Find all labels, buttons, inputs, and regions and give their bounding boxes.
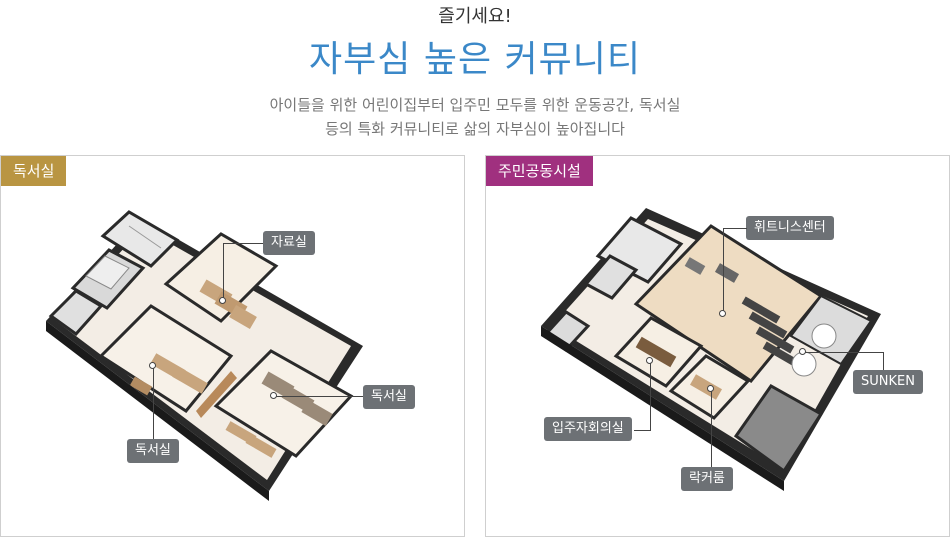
archive-marker — [219, 297, 226, 304]
label-archive-room[interactable]: 자료실 — [263, 231, 315, 255]
reading-room-right-leader — [274, 396, 364, 397]
description-line-1: 아이들을 위한 어린이집부터 입주민 모두를 위한 운동공간, 독서실 — [269, 96, 681, 114]
section-subtitle: 즐기세요! — [438, 6, 512, 27]
locker-room-leader-line — [711, 389, 712, 467]
sunken-leader-line-v — [883, 352, 884, 382]
label-sunken[interactable]: SUNKEN — [853, 370, 923, 394]
archive-leader-line — [223, 243, 224, 300]
description-line-2: 등의 특화 커뮤니티로 삶의 자부심이 높아집니다 — [325, 120, 625, 138]
fitness-leader-line — [723, 228, 724, 313]
sunken-leader-line — [803, 352, 883, 353]
reading-room-panel: 독서실 자료실 독서실 독서실 — [0, 155, 465, 537]
label-locker-room[interactable]: 락커룸 — [681, 467, 733, 491]
community-facility-tag: 주민공동시설 — [486, 156, 593, 186]
meeting-room-leader-line-h — [634, 430, 651, 431]
community-facility-floorplan — [541, 208, 881, 491]
label-reading-room-right[interactable]: 독서실 — [363, 385, 415, 409]
label-reading-room-left[interactable]: 독서실 — [127, 439, 179, 463]
meeting-room-leader-line — [650, 361, 651, 431]
locker-room-marker — [707, 385, 714, 392]
reading-room-tag: 독서실 — [1, 156, 67, 186]
reading-room-left-leader — [153, 366, 154, 440]
reading-room-left-marker — [149, 362, 156, 369]
section-title: 자부심 높은 커뮤니티 — [309, 39, 641, 80]
reading-room-floorplan — [46, 210, 363, 501]
reading-room-right-marker — [270, 392, 277, 399]
archive-leader-line-h — [223, 243, 263, 244]
fitness-leader-line-h — [723, 228, 747, 229]
label-residents-meeting-room[interactable]: 입주자회의실 — [544, 417, 632, 441]
community-facility-panel: 주민공동시설 휘트니스센터 SUNKEN 입주자회의실 락커룸 — [485, 155, 950, 537]
label-fitness-center[interactable]: 휘트니스센터 — [746, 216, 834, 240]
meeting-room-marker — [646, 357, 653, 364]
sunken-marker — [799, 348, 806, 355]
fitness-marker — [719, 310, 726, 317]
